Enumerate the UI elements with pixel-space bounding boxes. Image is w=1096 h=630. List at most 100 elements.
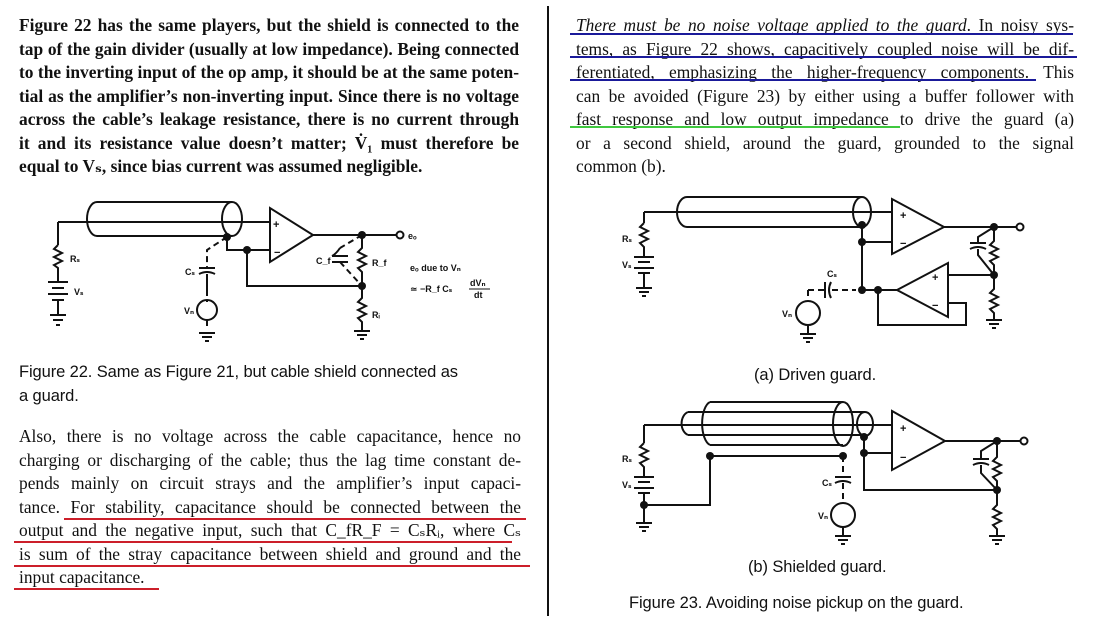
text-line: pends mainly on circuit strays and the a… [19,473,521,493]
red-annotation-underline [14,565,530,567]
figure-23a-schematic: Rₛ Vₛ + − + − Cₛ Vₙ [622,196,1025,343]
ri-resistor [987,275,1001,319]
vn-source-icon [830,502,856,528]
ground-icon [800,333,816,343]
text-line: common (b). [576,156,666,176]
column-divider [547,6,549,616]
vs-label: Vₛ [622,260,632,270]
text-line: it and its resistance value doesn’t matt… [19,132,519,153]
cs-label: Cₛ [185,267,195,277]
output-terminal [1019,436,1029,446]
text-line: equal to Vₛ, since bias current was assu… [19,156,423,176]
ground-icon [50,314,66,326]
rs-resistor [637,222,651,257]
coax-cable [676,196,872,228]
italic-emphasis: There must be no noise voltage applied t… [576,15,967,35]
red-annotation-underline [14,541,512,543]
blue-annotation-underline [570,56,1077,58]
ground-icon [636,287,652,297]
figure-22-caption: Figure 22. Same as Figure 21, but cable … [19,360,529,408]
caption-line: a guard. [19,387,79,405]
green-annotation-underline [570,126,900,128]
text-line: Figure 22 has the same players, but the … [19,15,519,35]
rs-label: Rₛ [622,234,632,244]
coax-cable [680,411,874,437]
figure-23b-caption: (b) Shielded guard. [748,558,887,576]
feedback-capacitor [969,226,995,276]
cs-capacitor [834,476,852,484]
ri-resistor [990,490,1004,535]
text-line: There must be no noise voltage applied t… [576,15,1074,35]
text-line: is sum of the stray capacitance between … [19,543,521,564]
text-line: tial as the amplifier’s non-inverting in… [19,85,519,106]
text-line: or a second shield, around the guard, gr… [576,132,1074,153]
text-line: can be avoided (Figure 23) by either usi… [576,85,1074,106]
intro-paragraph: Figure 22 has the same players, but the … [19,14,519,179]
outer-shield [701,401,854,447]
minus-sign: − [900,238,906,250]
cs-label: Cₛ [827,269,837,279]
caption-line: Figure 22. Same as Figure 21, but cable … [19,363,458,381]
rf-label: R_f [372,258,388,268]
text-line: fast response and low output impedance t… [576,109,1074,129]
plus-sign: + [900,210,906,222]
vs-battery-icon [634,256,654,287]
eo-label: eₒ [408,231,417,241]
text-line: input capacitance. [19,567,145,587]
ground-icon [986,319,1002,329]
text-line: tance. For stability, capacitance should… [19,496,521,517]
minus-sign: − [274,247,280,259]
text-line: tap of the gain divider (usually at low … [19,38,519,59]
figure-23a-caption: (a) Driven guard. [754,366,877,384]
rs-resistor [51,244,65,282]
vn-label: Vₙ [782,309,792,319]
also-paragraph: Also, there is no voltage across the cab… [19,425,521,590]
text-line: ferentiated, emphasizing the higher-freq… [576,62,1074,82]
vn-source-icon [196,299,218,321]
cs-capacitor [824,281,832,299]
vs-label: Vₛ [74,287,84,297]
ri-resistor [355,286,369,330]
feedback-resistor [990,441,1004,490]
plus-sign: + [900,423,906,435]
feedback-capacitor [972,440,998,491]
vn-source-icon [795,300,821,326]
text-line: Also, there is no voltage across the cab… [19,426,521,446]
op-amp [891,197,947,256]
junction-dot [858,286,866,294]
figure-23-caption: Figure 23. Avoiding noise pickup on the … [629,594,964,612]
minus-sign: − [932,300,938,312]
vn-label: Vₙ [818,511,828,521]
cs-capacitor [198,267,216,290]
op-amp [269,206,315,264]
ground-icon [835,535,851,545]
red-annotation-underline [64,518,526,520]
noise-note-denominator: dt [474,290,483,300]
ri-label: Rᵢ [372,310,380,320]
rs-resistor [637,442,651,477]
noise-note-line1: eₒ due to Vₙ [410,263,461,273]
ground-icon [989,535,1005,545]
vs-label: Vₛ [622,480,632,490]
vn-label: Vₙ [184,306,194,316]
coax-cable [86,201,243,237]
guard-paragraph: There must be no noise voltage applied t… [576,14,1074,179]
output-terminal [1015,222,1025,232]
ground-icon [636,522,652,532]
output-terminal [395,230,405,240]
ground-icon [199,332,215,342]
rs-label: Rₛ [622,454,632,464]
rs-label: Rₛ [70,254,80,264]
vs-battery-icon [48,281,68,315]
buffer-op-amp [894,261,949,319]
signal-wire [57,221,270,245]
figure-22-schematic: Rₛ Vₛ Cₛ Vₙ + − eₒ R_f C_f Rᵢ eₒ due to … [48,201,490,342]
vs-battery-icon [634,476,654,523]
rf-resistor [355,235,369,286]
plus-sign: + [273,219,279,231]
text-line: across the cable’s leakage resistance, t… [19,109,519,129]
noise-note-line2: ≃ −R_f Cₛ [410,284,453,294]
minus-sign: − [900,452,906,464]
feedback-resistor [987,227,1001,275]
red-annotation-underline [14,588,159,590]
